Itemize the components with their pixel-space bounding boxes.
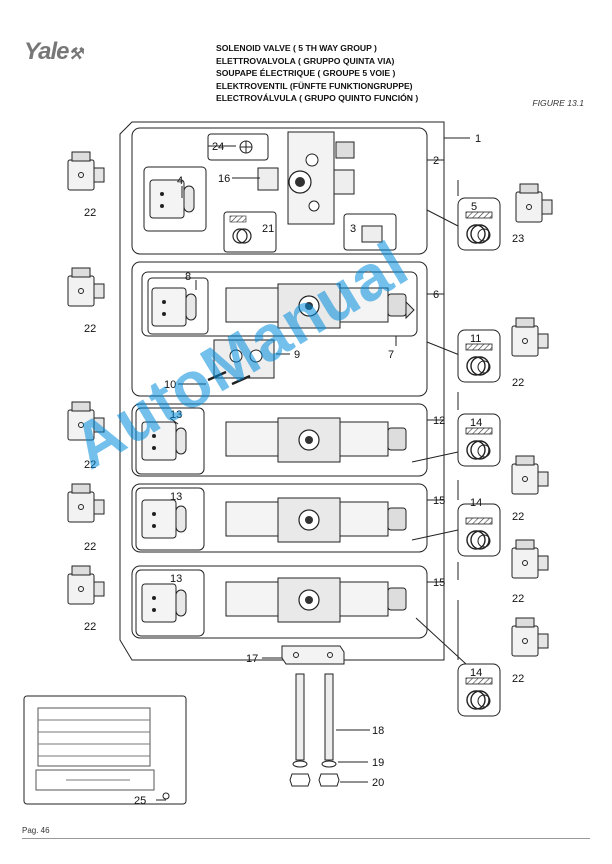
callout-11: 11	[470, 333, 481, 345]
callout-19: 19	[372, 757, 384, 769]
callout-14b: 14	[470, 497, 482, 509]
callout-25: 25	[134, 795, 146, 807]
callout-23: 23	[512, 233, 524, 245]
title-block: SOLENOID VALVE ( 5 TH WAY GROUP ) ELETTR…	[216, 42, 418, 105]
title-fr: SOUPAPE ÉLECTRIQUE ( GROUPE 5 VOIE )	[216, 68, 396, 79]
group-box-15a	[131, 483, 428, 553]
footer-rule	[22, 838, 590, 839]
title-es: ELECTROVÁLVULA ( GRUPO QUINTO FUNCIÓN )	[216, 93, 419, 104]
callout-13b: 13	[170, 491, 182, 503]
group-box-12	[131, 403, 428, 477]
callout-16: 16	[218, 173, 230, 185]
callout-12: 12	[433, 415, 445, 427]
callout-22h: 22	[512, 593, 524, 605]
main-frame	[119, 121, 445, 661]
title-de: ELEKTROVENTIL (FÜNFTE FUNKTIONGRUPPE)	[216, 80, 413, 91]
callout-24: 24	[212, 141, 224, 153]
callout-20: 20	[372, 777, 384, 789]
group-box-2	[131, 127, 428, 255]
yale-logo: Yale⚒	[24, 38, 83, 65]
callout-13c: 13	[170, 573, 182, 585]
page-number: Pag. 46	[22, 826, 50, 835]
callout-2: 2	[433, 155, 439, 167]
callout-13a: 13	[170, 409, 182, 421]
title-it: ELETTROVALVOLA ( GRUPPO QUINTA VIA)	[216, 55, 395, 66]
callout-8: 8	[185, 271, 191, 283]
title-en: SOLENOID VALVE ( 5 TH WAY GROUP )	[216, 43, 377, 53]
group-box-6	[131, 261, 428, 397]
callout-6: 6	[433, 289, 439, 301]
callout-9: 9	[294, 349, 300, 361]
callout-15a: 15	[433, 495, 445, 507]
callout-21: 21	[262, 223, 274, 235]
callout-22d: 22	[84, 541, 96, 553]
callout-4: 4	[177, 175, 183, 187]
callout-22i: 22	[512, 673, 524, 685]
callout-10: 10	[164, 379, 176, 391]
callout-7: 7	[388, 349, 394, 361]
callout-15b: 15	[433, 577, 445, 589]
callout-5: 5	[471, 201, 477, 213]
callout-22g: 22	[512, 511, 524, 523]
figure-label: FIGURE 13.1	[532, 98, 584, 108]
callout-3: 3	[350, 223, 356, 235]
callout-14a: 14	[470, 417, 482, 429]
callout-1: 1	[475, 133, 481, 145]
callout-18: 18	[372, 725, 384, 737]
callout-22f: 22	[512, 377, 524, 389]
callout-14c: 14	[470, 667, 482, 679]
callout-22a: 22	[84, 207, 96, 219]
callout-22c: 22	[84, 459, 96, 471]
callout-17: 17	[246, 653, 258, 665]
callout-22b: 22	[84, 323, 96, 335]
group-box-15b	[131, 565, 428, 639]
callout-22e: 22	[84, 621, 96, 633]
